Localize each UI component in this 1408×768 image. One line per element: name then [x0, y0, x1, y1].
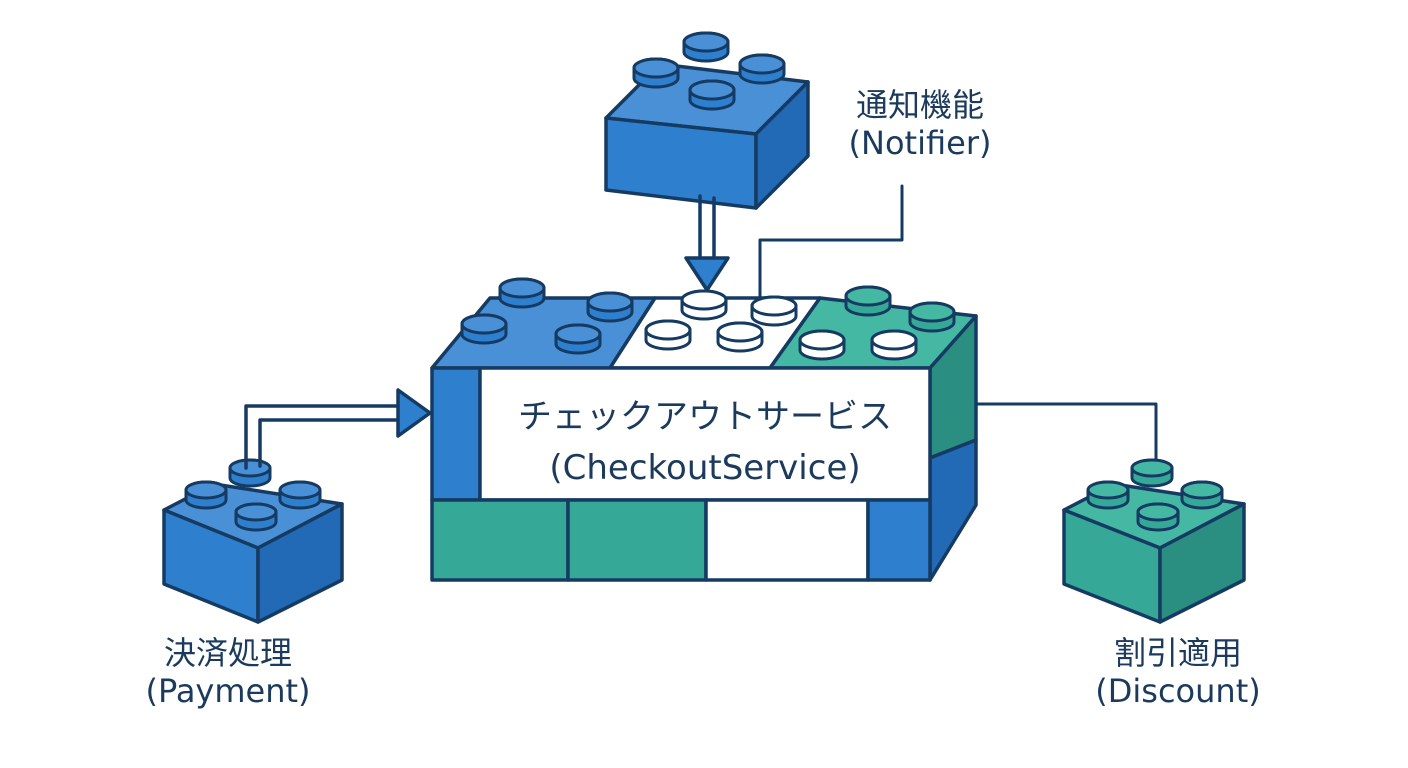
- discount-label-en: (Discount): [1095, 672, 1261, 711]
- checkout-label-en: (CheckoutService): [549, 448, 861, 488]
- notifier-side: [754, 80, 810, 210]
- notifier-front: [604, 116, 758, 210]
- notifier-label-jp: 通知機能: [855, 86, 984, 124]
- discount-studs: [1086, 458, 1224, 532]
- checkout-front-seg-3: [704, 498, 870, 582]
- payment-label: 決済処理 (Payment): [118, 634, 338, 711]
- checkout-front-seg-4: [866, 498, 932, 582]
- checkout-label: チェックアウトサービス (CheckoutService): [482, 392, 928, 494]
- checkout-studs: [460, 277, 956, 361]
- notifier-label: 通知機能 (Notifier): [820, 86, 1020, 163]
- payment-arrow: [244, 388, 432, 470]
- notifier-studs: [632, 31, 786, 111]
- checkout-front-seg-2: [566, 498, 708, 582]
- checkout-front-seg-1: [430, 498, 570, 582]
- discount-label: 割引適用 (Discount): [1068, 634, 1288, 711]
- payment-label-jp: 決済処理: [163, 634, 292, 672]
- checkout-label-jp: チェックアウトサービス: [518, 397, 892, 437]
- payment-side: [256, 502, 344, 624]
- notifier-label-en: (Notifier): [848, 124, 992, 163]
- checkout-label-panel: [478, 366, 932, 502]
- checkout-block: [430, 296, 978, 582]
- checkout-front-left-blue: [430, 366, 482, 502]
- payment-label-en: (Payment): [145, 672, 311, 711]
- notifier-arrow: [684, 194, 730, 292]
- discount-label-jp: 割引適用: [1113, 634, 1242, 672]
- discount-side: [1158, 502, 1246, 624]
- discount-connector-line: [974, 402, 1158, 462]
- checkout-side-blue: [928, 438, 978, 582]
- notifier-connector-line: [758, 184, 904, 298]
